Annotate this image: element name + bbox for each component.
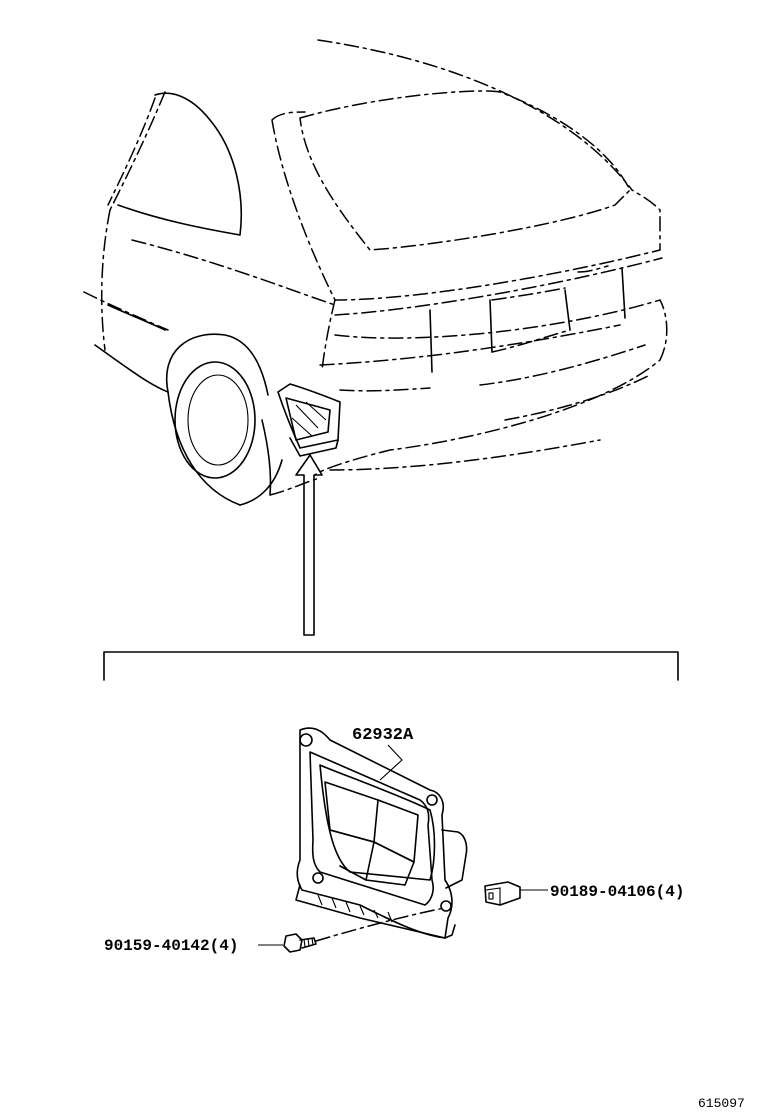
part-label-90189: 90189-04106(4) [550, 883, 684, 901]
part-label-62932a: 62932A [352, 726, 414, 745]
part-label-90159: 90159-40142(4) [104, 937, 238, 955]
assembly-bracket [103, 651, 679, 681]
mudguard-part-drawing [295, 727, 468, 939]
bolt-part [258, 907, 445, 953]
car-rear-illustration [83, 39, 668, 506]
leader-arrow [295, 454, 323, 636]
figure-code: 615097 [698, 1096, 745, 1111]
mudguard-location [277, 383, 341, 457]
clip-part [484, 881, 548, 906]
